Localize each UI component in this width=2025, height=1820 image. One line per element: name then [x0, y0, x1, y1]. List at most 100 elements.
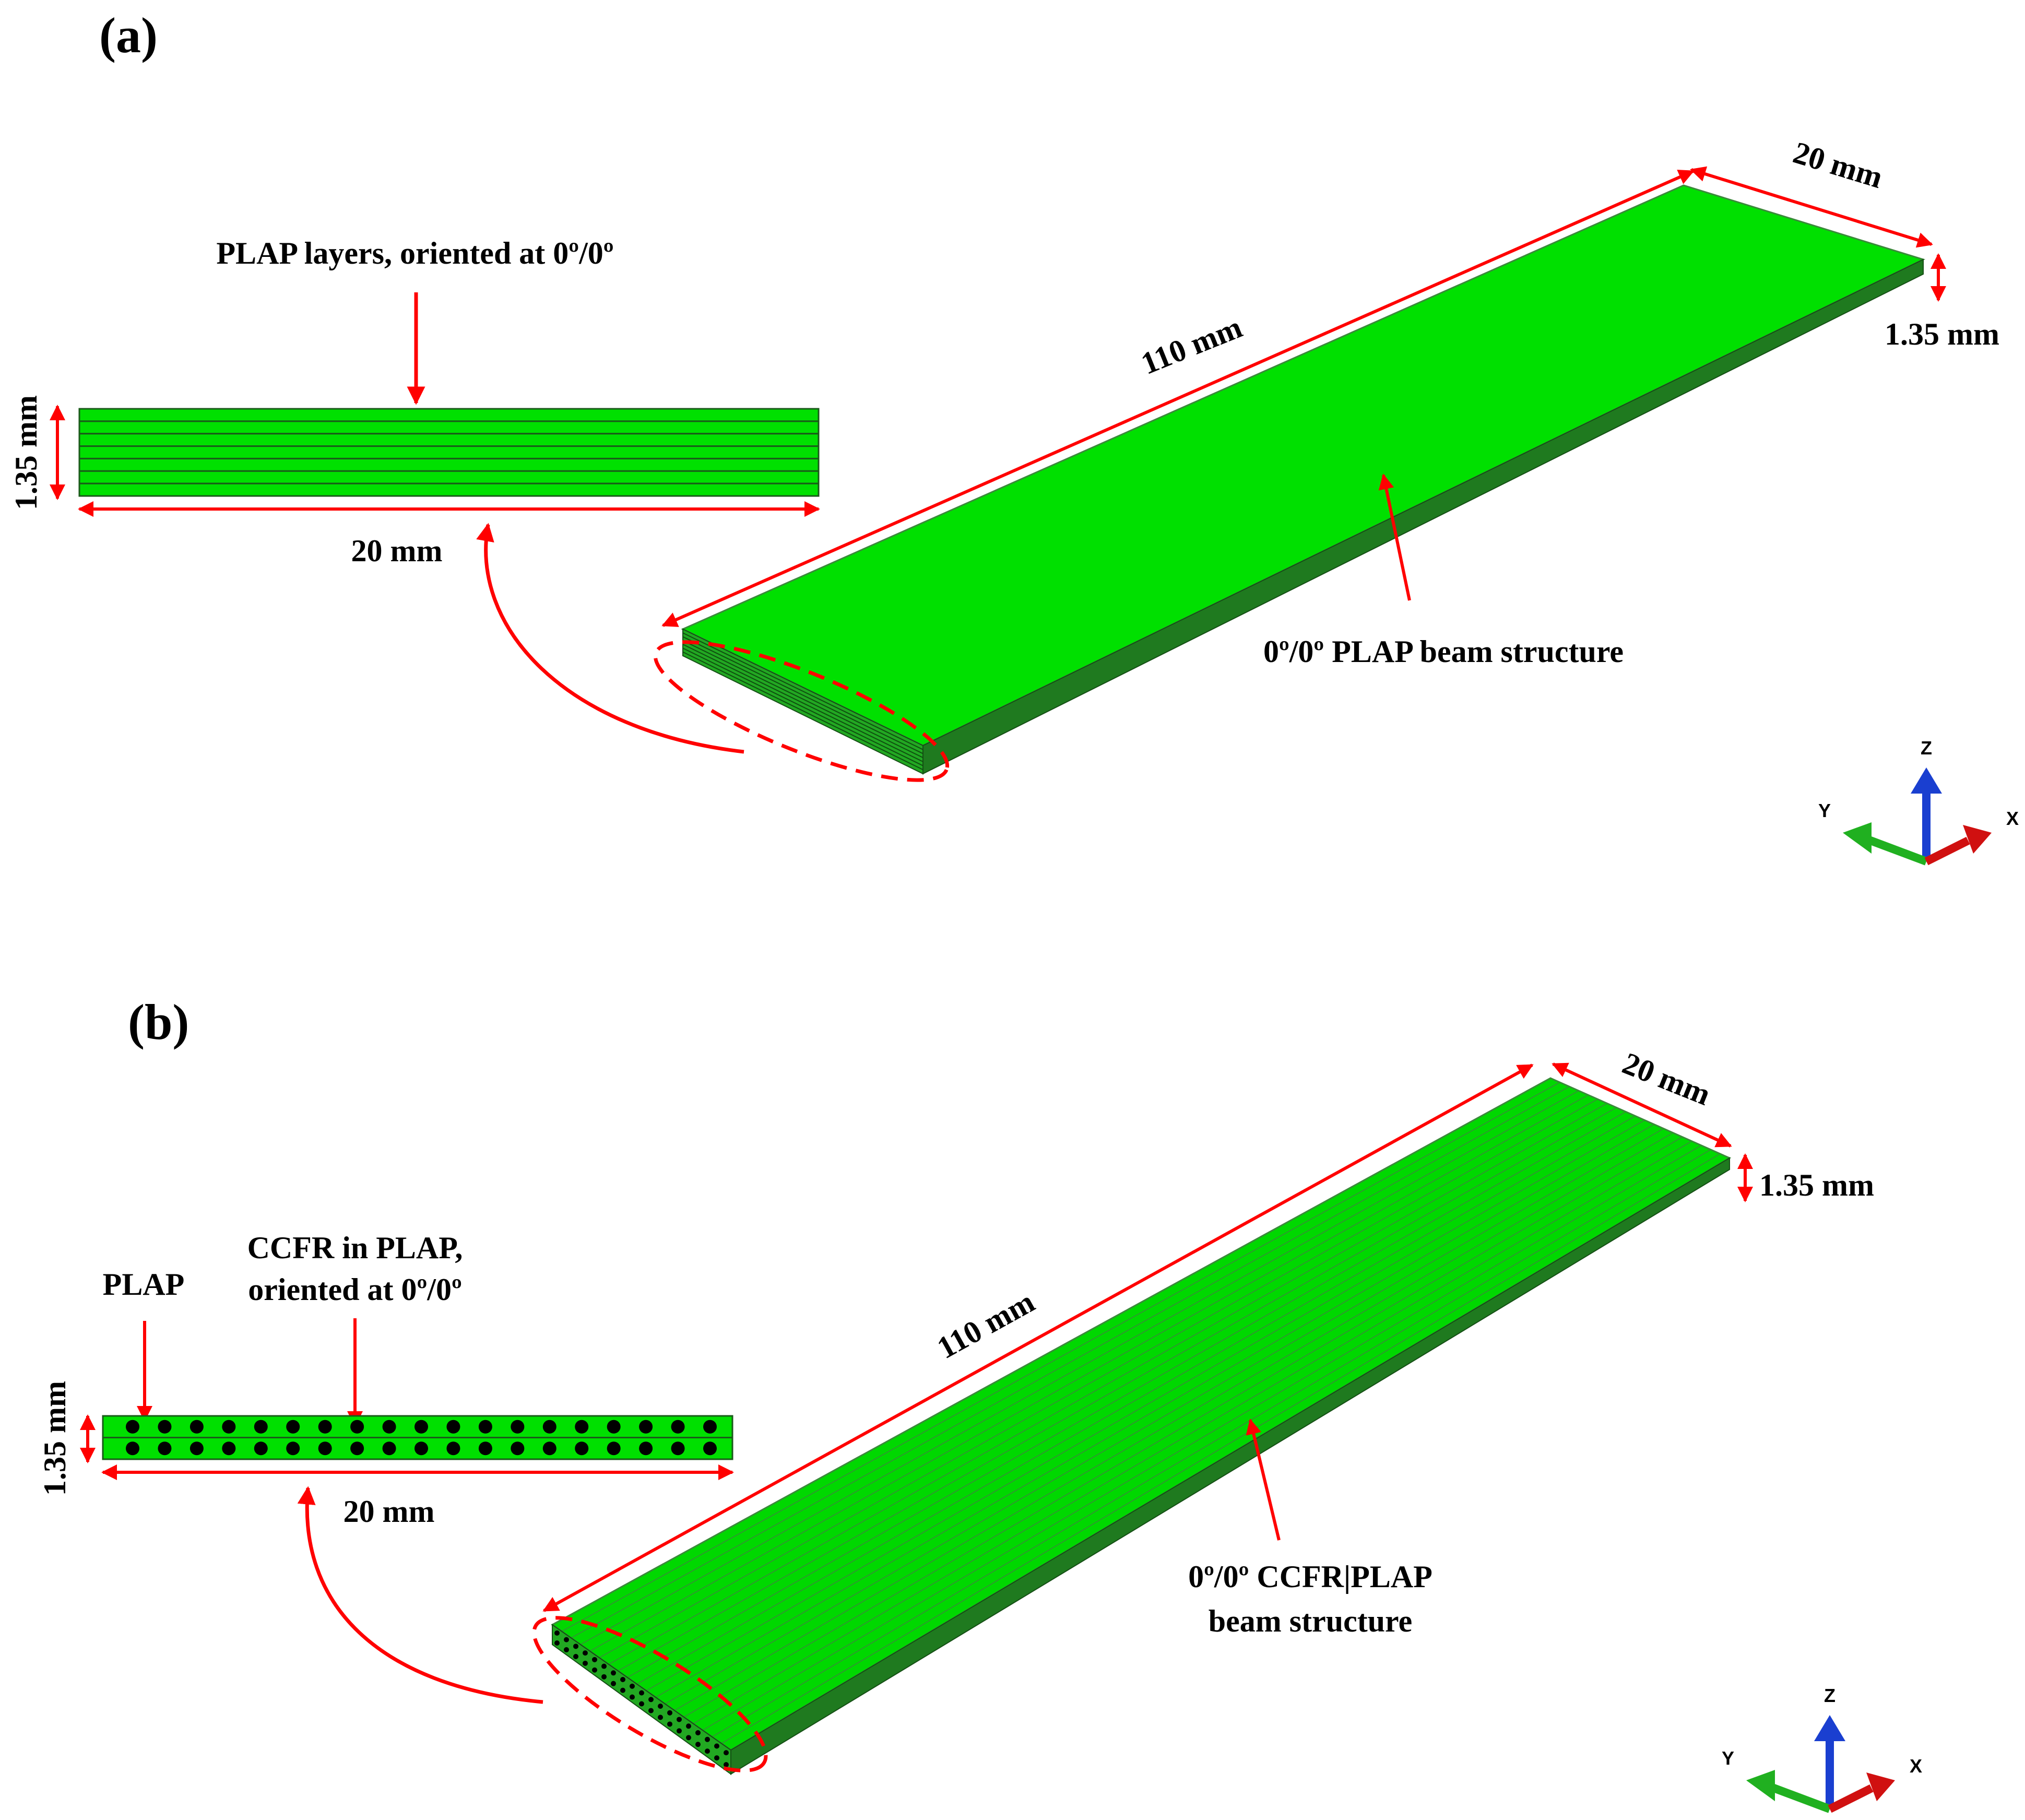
- panel-b-beam-end-fiber: [583, 1650, 588, 1656]
- panel-a-zoom-arrow: [476, 523, 744, 754]
- panel-b-beam-fiber-line: [618, 1107, 1617, 1672]
- fiber-dot: [382, 1420, 396, 1434]
- panel-b-beam-thickness-label: 1.35 mm: [1759, 1168, 1874, 1202]
- panel-b-beam-fiber-line: [721, 1153, 1721, 1744]
- fiber-dot: [703, 1420, 717, 1434]
- fiber-dot: [415, 1420, 428, 1434]
- panel-b-beam-end-fiber: [630, 1694, 635, 1700]
- panel-b-beam-end-fiber: [630, 1683, 635, 1689]
- fiber-dot: [350, 1441, 364, 1456]
- fiber-dot: [126, 1420, 139, 1434]
- panel-a-section-callout: PLAP layers, oriented at 0º/0º: [216, 236, 614, 405]
- panel-b-beam-length-label: 110 mm: [931, 1284, 1040, 1365]
- panel-b-beam-fiber-line: [702, 1144, 1702, 1731]
- panel-b-zoom-arrow: [297, 1486, 543, 1704]
- panel-a-beam-name-arrow: [1378, 474, 1411, 601]
- x-axis-arrowhead: [1866, 1772, 1895, 1801]
- panel-a-section-layer: [78, 408, 820, 422]
- panel-a-section-layer: [78, 445, 820, 459]
- panel-b-beam-end-fiber: [583, 1660, 588, 1666]
- panel-a-beam-end-layers: [682, 632, 923, 771]
- panel-b-beam-fiber-line: [655, 1124, 1655, 1698]
- fiber-dot: [478, 1441, 492, 1456]
- panel-a-beam-thickness-label: 1.35 mm: [1885, 317, 1999, 351]
- panel-b-beam-fiber-line: [665, 1128, 1664, 1705]
- fiber-dot: [639, 1420, 653, 1434]
- fiber-dot: [639, 1441, 653, 1456]
- panel-b-beam-end-fiber: [573, 1644, 578, 1649]
- panel-b-callout-matrix: PLAP: [103, 1267, 185, 1302]
- panel-b-beam-end-fiber: [695, 1730, 701, 1735]
- panel-b-beam-end-fiber: [695, 1742, 701, 1747]
- panel-b-beam-fiber-line: [683, 1136, 1683, 1718]
- panel-b-beam-fiber-line: [627, 1111, 1626, 1678]
- panel-b-beam-name-arrow: [1246, 1419, 1281, 1541]
- panel-b-beam-end-fiber: [714, 1743, 719, 1749]
- panel-b-beam-fiber-line: [712, 1149, 1711, 1738]
- panel-a-beam-layer-line: [682, 640, 923, 759]
- fiber-dot: [286, 1441, 300, 1456]
- panel-b-beam-end-fiber: [554, 1640, 560, 1646]
- panel-a-section-layer: [78, 482, 820, 497]
- fiber-dot: [126, 1441, 139, 1456]
- panel-b-beam-end-fiber: [724, 1750, 729, 1756]
- panel-b-axis-y: Y: [1722, 1747, 1734, 1769]
- panel-a-axis-y: Y: [1818, 800, 1831, 821]
- panel-b-beam-end-fiber: [648, 1708, 654, 1713]
- panel-a-axis-x: X: [2006, 808, 2019, 829]
- fiber-dot: [254, 1420, 268, 1434]
- panel-b-beam-fiber-line: [636, 1115, 1636, 1685]
- panel-b-beam-end-fiber: [554, 1630, 560, 1636]
- panel-a-beam-width-dim: [1690, 166, 1933, 248]
- panel-a-section-layer: [78, 457, 820, 472]
- fiber-dot: [254, 1441, 268, 1456]
- fiber-dot: [286, 1420, 300, 1434]
- panel-b-beam-end-fiber: [686, 1735, 691, 1741]
- panel-b-beam-end-fiber: [714, 1755, 719, 1761]
- panel-b-beam-length-dim: [542, 1063, 1534, 1612]
- panel-b-beam-end-fiber: [592, 1667, 597, 1673]
- z-axis-arrowhead: [1814, 1715, 1845, 1741]
- x-axis-arrowhead: [1963, 825, 1992, 854]
- x-axis-shaft: [1828, 1784, 1874, 1813]
- panel-b-beam-fiber-line: [589, 1094, 1589, 1652]
- panel-a-beam-layer-line: [682, 632, 923, 750]
- panel-b-end-highlight: [532, 1616, 768, 1772]
- y-axis-arrowhead: [1843, 822, 1872, 854]
- panel-b-beam-end-fibers: [554, 1630, 729, 1768]
- panel-b-beam-end-fiber: [705, 1748, 710, 1754]
- panel-a-beam: [681, 184, 1926, 775]
- panel-b-beam-end-fiber: [639, 1701, 644, 1707]
- panel-b-beam-end-fiber: [686, 1723, 691, 1729]
- panel-a-section-height-label: 1.35 mm: [9, 395, 43, 510]
- panel-b-beam-end-fiber: [573, 1653, 578, 1659]
- panel-a-beam-layer-line: [682, 651, 923, 771]
- panel-a-label: (a): [99, 7, 158, 63]
- fiber-dot: [158, 1441, 172, 1456]
- panel-b-axis-triad: Z Y X: [1722, 1685, 1922, 1813]
- fiber-dot: [511, 1420, 525, 1434]
- panel-b-beam-end-fiber: [724, 1762, 729, 1768]
- fiber-dot: [158, 1420, 172, 1434]
- fiber-dot: [415, 1441, 428, 1456]
- panel-b-beam-width-dim: [1552, 1062, 1732, 1148]
- panel-b-axis-x: X: [1910, 1755, 1922, 1777]
- panel-a-section-layer: [78, 433, 820, 447]
- fiber-dot: [703, 1441, 717, 1456]
- panel-a-beam-layer-line: [682, 647, 923, 766]
- panel-b-beam-end-fiber: [601, 1674, 607, 1680]
- panel-a-beam-length-label: 110 mm: [1136, 310, 1247, 381]
- fiber-dot: [222, 1420, 236, 1434]
- fiber-dot: [382, 1441, 396, 1456]
- panel-b-cross-section: [102, 1415, 733, 1460]
- panel-a-beam-end-face: [682, 628, 923, 775]
- x-axis-shaft: [1924, 836, 1970, 866]
- y-axis-arrowhead: [1746, 1770, 1775, 1801]
- panel-a-beam-layer-line: [682, 636, 923, 754]
- fiber-dot: [318, 1420, 332, 1434]
- panel-b-beam-fiber-line: [608, 1103, 1607, 1665]
- panel-b-beam-end-fiber: [667, 1710, 672, 1716]
- panel-b-beam-end-fiber: [658, 1703, 663, 1709]
- fiber-dot: [607, 1441, 621, 1456]
